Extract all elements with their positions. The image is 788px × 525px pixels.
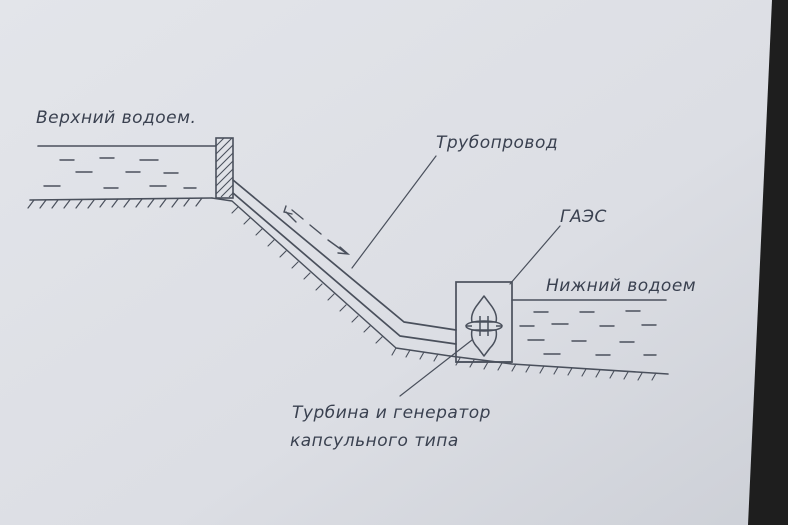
pipeline — [211, 179, 457, 362]
flow-arrows — [283, 205, 351, 255]
lower-reservoir-label: Нижний водоем — [546, 276, 696, 296]
lower-ground-hatch — [455, 357, 657, 381]
lower-ground — [449, 355, 669, 375]
slope-hatch — [231, 206, 439, 362]
leader-lines — [351, 155, 561, 397]
upper-ground — [29, 197, 213, 201]
upper-reservoir-label: Верхний водоем. — [36, 108, 196, 128]
lower-water-dashes — [519, 310, 657, 356]
pipeline-leader — [351, 155, 437, 269]
paper-sheet — [0, 0, 772, 525]
upper-ground-hatch — [27, 197, 203, 209]
station-leader — [509, 225, 561, 285]
upper-water-dashes — [43, 157, 197, 189]
capsule-turbine-icon — [465, 295, 503, 357]
dam-wall — [215, 137, 234, 199]
turbine-label-line1: Турбина и генератор — [292, 403, 491, 423]
pipeline-label: Трубопровод — [436, 133, 558, 153]
slope-ground — [211, 197, 451, 357]
turbine-leader — [399, 339, 473, 397]
station-label: ГАЭС — [560, 207, 607, 227]
upper-reservoir — [27, 145, 217, 209]
turbine-label-line2: капсульного типа — [290, 431, 459, 451]
lower-reservoir — [449, 299, 669, 381]
